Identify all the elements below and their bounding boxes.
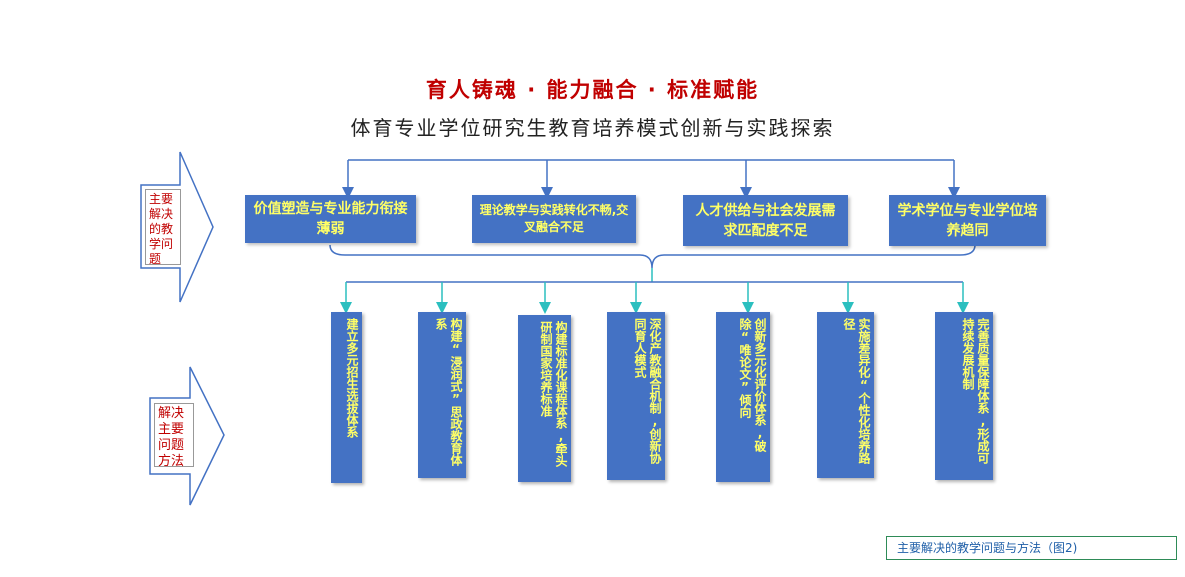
method-box-6: 实施差异化“个性化培养路径	[817, 312, 874, 478]
method-box-4: 深化产教融合机制,创新协同育人模式	[607, 312, 665, 480]
method-box-1: 建立多元招生选拔体系	[331, 312, 362, 483]
problem-box-1: 价值塑造与专业能力衔接薄弱	[245, 195, 416, 243]
subtitle: 体育专业学位研究生教育培养模式创新与实践探索	[350, 116, 835, 140]
brace-connector	[329, 244, 976, 269]
problem-box-4: 学术学位与专业学位培养趋同	[889, 195, 1046, 246]
main-title: 育人铸魂 · 能力融合 · 标准赋能	[425, 78, 760, 102]
problem-box-3: 人才供给与社会发展需求匹配度不足	[683, 195, 848, 246]
problem-box-2: 理论教学与实践转化不畅,交叉融合不足	[472, 195, 636, 243]
bottom-connector	[340, 268, 969, 314]
figure-caption: 主要解决的教学问题与方法（图2)	[886, 536, 1177, 560]
methods-label: 解决主要问题方法	[154, 403, 194, 469]
method-box-2: 构建“浸润式”思政教育体系	[418, 312, 466, 478]
method-box-5: 创新多元化评价体系,破除“唯论文”倾向	[716, 312, 770, 482]
method-box-3: 构建标准化课程体系,牵头研制国家培养标准	[518, 315, 571, 482]
problems-label: 主要解决的教学问题	[145, 189, 181, 266]
top-connector	[342, 159, 960, 199]
method-box-7: 完善质量保障体系,形成可持续发展机制	[935, 312, 993, 480]
